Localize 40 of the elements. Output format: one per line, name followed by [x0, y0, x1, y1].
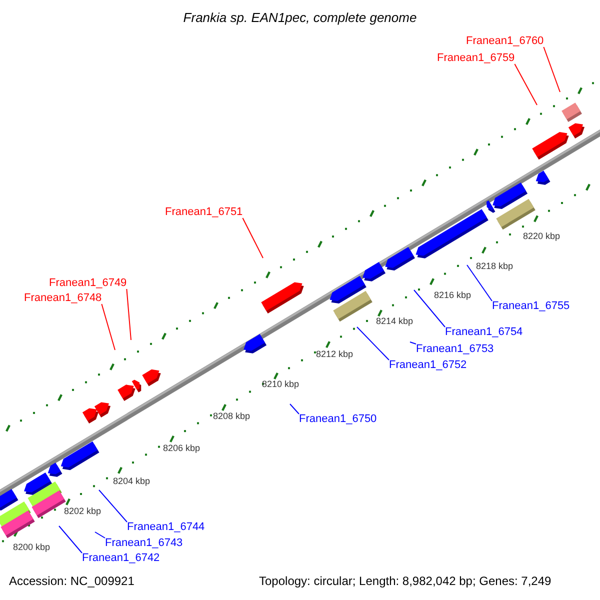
gene-label: Franean1_6753 [416, 344, 494, 355]
leader-line [290, 404, 300, 414]
gene-label: Franean1_6749 [49, 278, 127, 289]
scale-label: 8212 kbp [316, 350, 354, 359]
gene-label: Franean1_6742 [82, 553, 160, 564]
leader-line [94, 532, 106, 538]
gene-label: Franean1_6754 [445, 327, 523, 338]
gene-label: Franean1_6743 [105, 538, 183, 549]
title: Frankia sp. EAN1pec, complete genome [182, 11, 418, 24]
scale-label: 8218 kbp [476, 262, 514, 271]
scale-label: 8208 kbp [213, 412, 250, 421]
gene-label: Franean1_6750 [299, 414, 377, 425]
gene-label: Franean1_6752 [389, 360, 467, 371]
leader-line [514, 64, 538, 106]
leader-line [543, 46, 560, 92]
gene-label: Franean1_6760 [466, 36, 544, 47]
gene-label: Franean1_6759 [437, 53, 515, 64]
gene-label: Franean1_6751 [165, 207, 243, 218]
genome-info-text: Topology: circular; Length: 8,982,042 bp; Genes: 7,249 [259, 575, 552, 587]
leader-line [242, 218, 264, 258]
leader-line [466, 264, 492, 302]
scale-label: 8214 kbp [376, 317, 414, 326]
gene-label: Franean1_6748 [24, 293, 102, 304]
gene-label: Franean1_6744 [127, 522, 205, 533]
leader-line [126, 288, 132, 340]
leader-line [414, 290, 446, 328]
leader-line [101, 304, 116, 350]
scale-label: 8216 kbp [434, 291, 472, 300]
scale-label: 8200 kbp [13, 543, 50, 552]
leader-line [410, 342, 416, 344]
scale-label: 8204 kbp [113, 477, 150, 486]
gene-label: Franean1_6755 [492, 301, 570, 312]
leader-line [58, 526, 82, 554]
scale-label: 8206 kbp [163, 444, 200, 453]
scale-label: 8210 kbp [262, 380, 300, 389]
accession-text: Accession: NC_009921 [9, 575, 134, 587]
scale-label: 8202 kbp [64, 507, 102, 516]
scale-label: 8220 kbp [523, 232, 560, 241]
leader-line [98, 490, 128, 522]
leader-line [356, 326, 390, 360]
